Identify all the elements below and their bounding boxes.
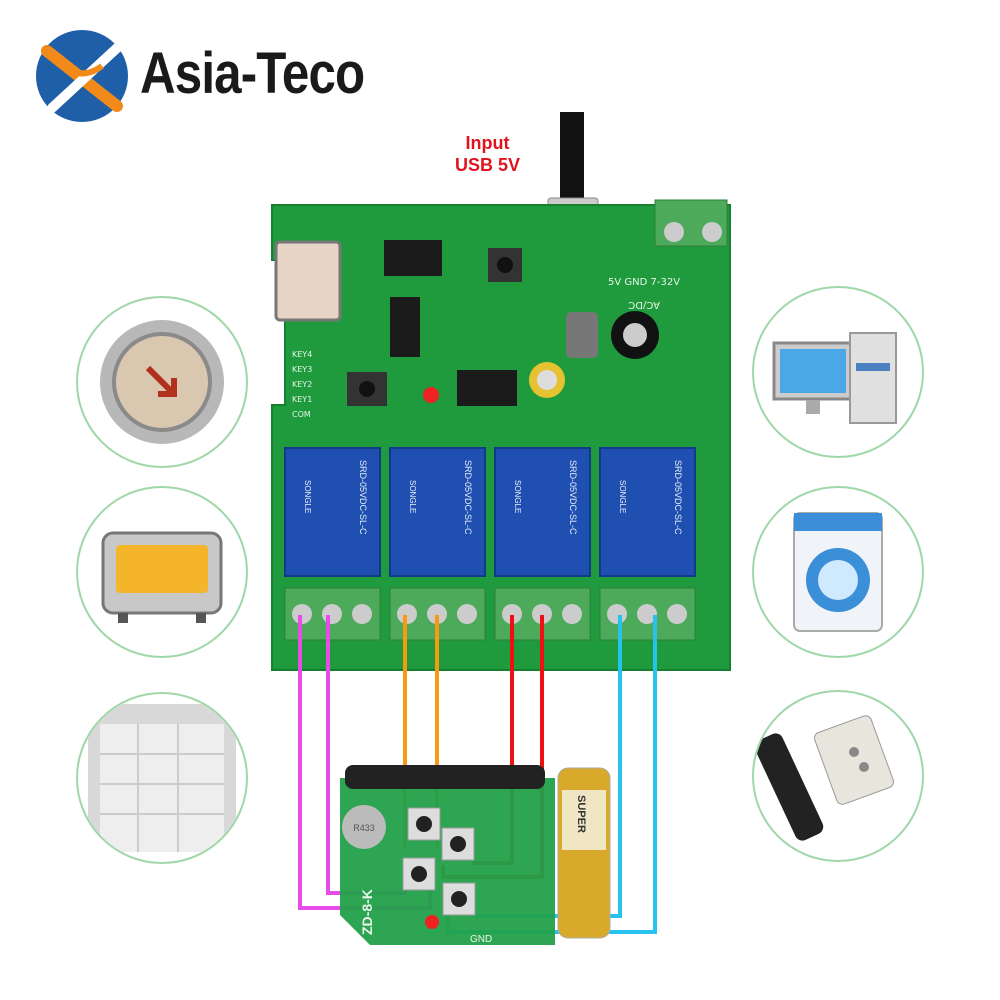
terminal-screw	[667, 604, 687, 624]
relay-3: SRD-05VDC-SL-C SONGLE	[494, 447, 591, 641]
terminal-screw	[352, 604, 372, 624]
terminal-screw	[457, 604, 477, 624]
input-label-line2: USB 5V	[455, 155, 521, 175]
inductor	[566, 312, 598, 358]
relay-1: SRD-05VDC-SL-C SONGLE	[284, 447, 381, 641]
relay-2: SRD-05VDC-SL-C SONGLE	[389, 447, 486, 641]
input-label-line1: Input	[465, 133, 510, 153]
relay-model: SRD-05VDC-SL-C	[463, 460, 473, 535]
label-gnd: GND	[624, 277, 647, 288]
label-key2: KEY2	[292, 380, 312, 389]
remote-controls-icon	[754, 715, 894, 841]
relay-brand: SONGLE	[408, 480, 417, 513]
terminal-screw	[637, 604, 657, 624]
terminal-screw	[427, 604, 447, 624]
relay-brand: SONGLE	[303, 480, 312, 513]
ic-chip	[457, 370, 517, 406]
device-elevator-button	[76, 296, 248, 468]
label-key4: KEY4	[292, 350, 312, 359]
label-key1: KEY1	[292, 395, 312, 404]
device-computer	[752, 286, 924, 458]
label-com: COM	[292, 410, 311, 419]
relay-part	[494, 447, 591, 577]
relay-model: SRD-05VDC-SL-C	[673, 460, 683, 535]
ic-chip	[384, 240, 442, 276]
remote-model: ZD-8-K	[359, 889, 375, 935]
relay-model: SRD-05VDC-SL-C	[568, 460, 578, 535]
relay-brand: SONGLE	[513, 480, 522, 513]
rf-remote-board: R433 ZD-8-K GND SUPER	[340, 765, 611, 945]
relay-model: SRD-05VDC-SL-C	[358, 460, 368, 535]
brand-logo-icon	[36, 30, 128, 122]
svg-text:AC/DC: AC/DC	[628, 299, 660, 310]
wifi-module	[274, 240, 342, 322]
label-acdc: AC/DC	[628, 299, 660, 310]
oven-icon	[101, 531, 223, 623]
terminal-screw	[322, 604, 342, 624]
battery-label: SUPER	[575, 795, 587, 833]
relay-part	[389, 447, 486, 577]
ic-chip	[390, 297, 420, 357]
relay-4: SRD-05VDC-SL-C SONGLE	[599, 447, 696, 641]
label-key3: KEY3	[292, 365, 312, 374]
brand-name: Asia-Teco	[140, 41, 365, 106]
computer-icon	[772, 332, 897, 424]
label-voltage: 7-32V	[651, 277, 681, 288]
device-remote-controls	[752, 690, 924, 862]
terminal-screw	[292, 604, 312, 624]
input-label: Input USB 5V	[455, 132, 520, 176]
device-garage-door	[76, 692, 248, 864]
relay-part	[284, 447, 381, 577]
terminal-screw	[562, 604, 582, 624]
label-5v: 5V	[608, 277, 621, 288]
relay-part	[599, 447, 696, 577]
terminal-screw	[607, 604, 627, 624]
crystal-label: R433	[353, 823, 375, 833]
crystal-r433	[342, 805, 386, 849]
led	[423, 387, 439, 403]
usb-cable	[560, 112, 584, 202]
remote-gnd-label: GND	[470, 934, 492, 945]
garage-door-icon	[88, 704, 236, 852]
antenna	[345, 765, 545, 789]
device-oven	[76, 486, 248, 658]
terminal-screw	[502, 604, 522, 624]
device-washing-machine	[752, 486, 924, 658]
terminal-screw	[397, 604, 417, 624]
elevator-button-icon	[100, 320, 224, 444]
relay-brand: SONGLE	[618, 480, 627, 513]
terminal-screw	[532, 604, 552, 624]
washing-machine-icon	[793, 512, 883, 632]
svg-text:5V GND 7-32V: 5V GND 7-32V	[608, 277, 680, 288]
